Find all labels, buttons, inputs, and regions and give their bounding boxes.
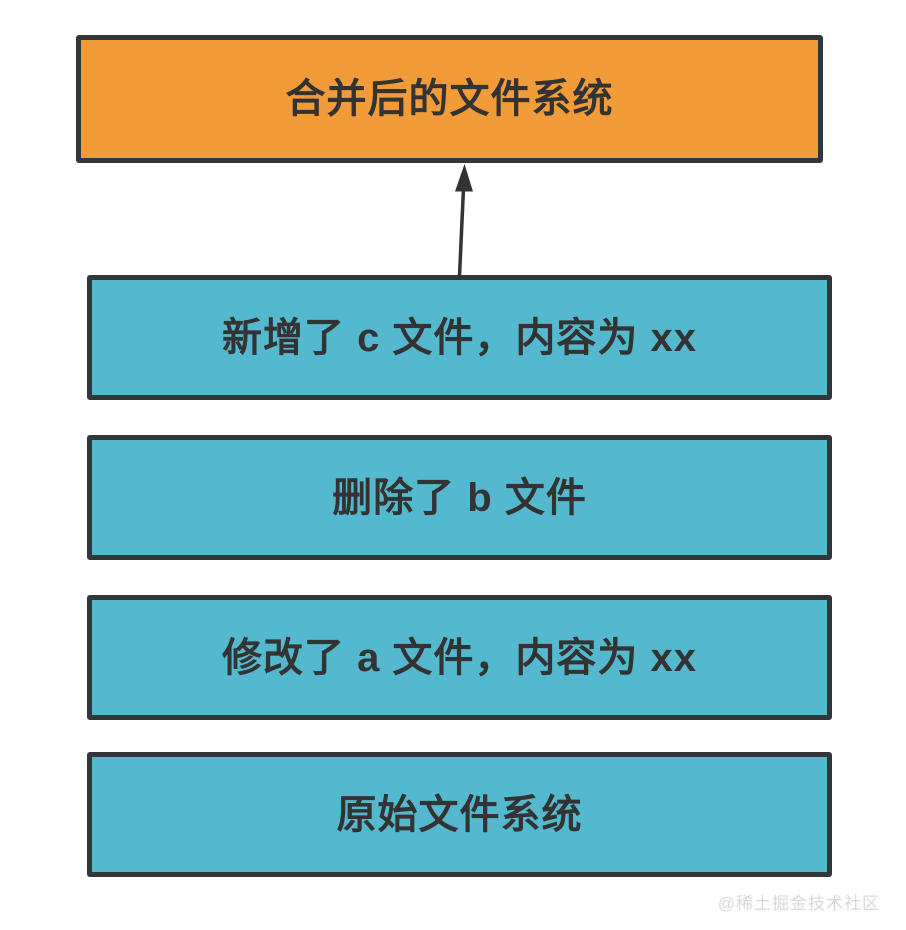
node-layer-add-c-label: 新增了 c 文件，内容为 xx bbox=[221, 315, 698, 360]
node-layer-delete-b[interactable]: 删除了 b 文件 bbox=[87, 435, 832, 560]
watermark: @稀土掘金技术社区 bbox=[717, 894, 880, 913]
node-layer-modify-a[interactable]: 修改了 a 文件，内容为 xx bbox=[87, 595, 832, 720]
arrow-head-icon bbox=[455, 164, 473, 192]
node-merged-filesystem-label: 合并后的文件系统 bbox=[285, 77, 614, 121]
arrow-line bbox=[457, 187, 466, 277]
node-layer-add-c[interactable]: 新增了 c 文件，内容为 xx bbox=[87, 275, 832, 400]
node-base-filesystem-label: 原始文件系统 bbox=[336, 792, 583, 837]
node-layer-modify-a-label: 修改了 a 文件，内容为 xx bbox=[221, 635, 698, 680]
node-merged-filesystem[interactable]: 合并后的文件系统 bbox=[76, 35, 823, 163]
node-base-filesystem[interactable]: 原始文件系统 bbox=[87, 752, 832, 877]
node-layer-delete-b-label: 删除了 b 文件 bbox=[332, 475, 587, 520]
